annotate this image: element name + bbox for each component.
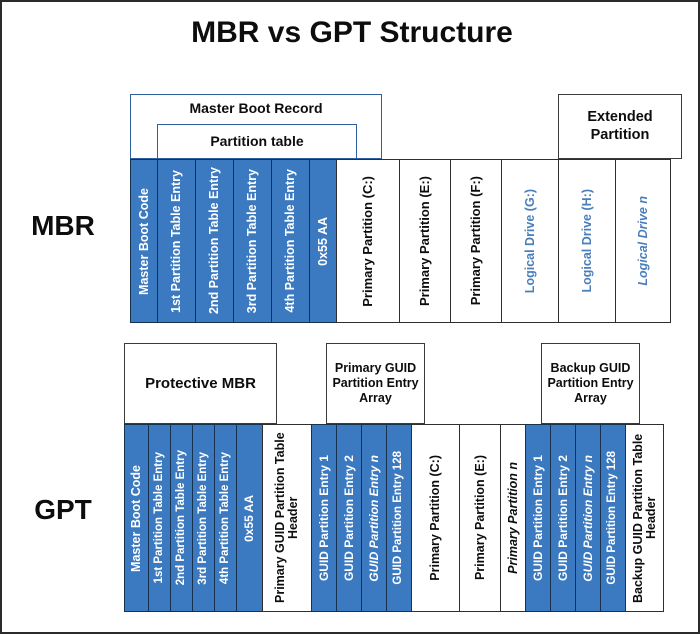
mbr-header-extended-partition: Extended Partition bbox=[558, 94, 682, 159]
mbr-cell-primary-partition-f[interactable]: Primary Partition (F:) bbox=[450, 159, 502, 323]
gpt-cell-master-boot-code[interactable]: Master Boot Code bbox=[124, 424, 149, 612]
mbr-cell-partition-table-entry-1[interactable]: 1st Partition Table Entry bbox=[157, 159, 196, 323]
gpt-cell-backup-guid-partition-table-header-label: Backup GUID Partition Table Header bbox=[630, 433, 658, 603]
gpt-cell-backup-guid-partition-entry-n[interactable]: GUID Partition Entry n bbox=[575, 424, 601, 612]
gpt-cell-master-boot-code-label: Master Boot Code bbox=[129, 464, 144, 572]
gpt-cell-primary-partition-c[interactable]: Primary Partition (C:) bbox=[411, 424, 460, 612]
gpt-cell-boot-signature[interactable]: 0x55 AA bbox=[236, 424, 263, 612]
mbr-cell-partition-table-entry-3-label: 3rd Partition Table Entry bbox=[245, 168, 260, 314]
mbr-header-partition-table-label: Partition table bbox=[210, 133, 304, 150]
page-title: MBR vs GPT Structure bbox=[191, 16, 513, 49]
row-label-mbr: MBR bbox=[31, 210, 95, 241]
gpt-cell-boot-signature-label: 0x55 AA bbox=[242, 494, 257, 542]
gpt-cell-backup-guid-partition-entry-1-label: GUID Partition Entry 1 bbox=[530, 454, 545, 582]
row-label-gpt: GPT bbox=[34, 494, 92, 525]
gpt-cell-backup-guid-partition-entry-128[interactable]: GUID Partition Entry 128 bbox=[600, 424, 626, 612]
mbr-cell-partition-table-entry-2-label: 2nd Partition Table Entry bbox=[207, 167, 222, 315]
mbr-header-partition-table: Partition table bbox=[157, 124, 357, 159]
gpt-cell-backup-guid-partition-entry-2-label: GUID Partition Entry 2 bbox=[555, 454, 570, 582]
mbr-cell-logical-drive-n[interactable]: Logical Drive n bbox=[615, 159, 671, 323]
gpt-cell-partition-table-entry-2[interactable]: 2nd Partition Table Entry bbox=[170, 424, 193, 612]
gpt-cell-backup-guid-partition-entry-128-label: GUID Partition Entry 128 bbox=[606, 451, 619, 585]
gpt-cell-backup-guid-partition-entry-2[interactable]: GUID Partition Entry 2 bbox=[550, 424, 576, 612]
mbr-cell-partition-table-entry-4[interactable]: 4th Partition Table Entry bbox=[271, 159, 310, 323]
gpt-cell-backup-guid-partition-table-header[interactable]: Backup GUID Partition Table Header bbox=[625, 424, 664, 612]
gpt-cell-backup-guid-partition-entry-1[interactable]: GUID Partition Entry 1 bbox=[525, 424, 551, 612]
mbr-header-master-boot-record-label: Master Boot Record bbox=[189, 100, 323, 116]
gpt-header-protective-mbr-label: Protective MBR bbox=[145, 374, 256, 392]
gpt-cell-partition-table-entry-2-label: 2nd Partition Table Entry bbox=[174, 450, 187, 586]
mbr-cell-logical-drive-h-label: Logical Drive (H:) bbox=[579, 189, 594, 293]
mbr-cell-master-boot-code[interactable]: Master Boot Code bbox=[130, 159, 158, 323]
gpt-cell-strip: Master Boot Code 1st Partition Table Entr… bbox=[124, 424, 682, 612]
gpt-header-primary-guid-array-label: Primary GUID Partition Entry Array bbox=[332, 361, 419, 405]
gpt-cell-primary-partition-c-label: Primary Partition (C:) bbox=[428, 455, 443, 581]
mbr-cell-partition-table-entry-2[interactable]: 2nd Partition Table Entry bbox=[195, 159, 234, 323]
mbr-cell-boot-signature-label: 0x55 AA bbox=[315, 216, 330, 266]
gpt-cell-primary-partition-e[interactable]: Primary Partition (E:) bbox=[459, 424, 501, 612]
mbr-cell-partition-table-entry-1-label: 1st Partition Table Entry bbox=[169, 169, 184, 313]
gpt-cell-backup-guid-partition-entry-n-label: GUID Partition Entry n bbox=[580, 454, 595, 582]
gpt-cell-primary-guid-partition-entry-1[interactable]: GUID Partition Entry 1 bbox=[311, 424, 337, 612]
gpt-cell-primary-guid-partition-table-header[interactable]: Primary GUID Partition Table Header bbox=[262, 424, 312, 612]
mbr-cell-master-boot-code-label: Master Boot Code bbox=[136, 187, 151, 295]
gpt-cell-primary-guid-partition-entry-1-label: GUID Partition Entry 1 bbox=[316, 454, 331, 582]
gpt-header-backup-guid-array: Backup GUID Partition Entry Array bbox=[541, 343, 640, 424]
gpt-cell-partition-table-entry-4[interactable]: 4th Partition Table Entry bbox=[214, 424, 237, 612]
mbr-cell-boot-signature[interactable]: 0x55 AA bbox=[309, 159, 337, 323]
gpt-cell-primary-guid-partition-table-header-label: Primary GUID Partition Table Header bbox=[273, 432, 300, 604]
mbr-cell-logical-drive-h[interactable]: Logical Drive (H:) bbox=[558, 159, 616, 323]
gpt-cell-partition-table-entry-3-label: 3rd Partition Table Entry bbox=[196, 451, 209, 585]
gpt-cell-primary-guid-partition-entry-128[interactable]: GUID Partition Entry 128 bbox=[386, 424, 412, 612]
gpt-cell-primary-guid-partition-entry-128-label: GUID Partition Entry 128 bbox=[392, 451, 405, 585]
gpt-cell-primary-guid-partition-entry-2[interactable]: GUID Partition Entry 2 bbox=[336, 424, 362, 612]
gpt-cell-partition-table-entry-1-label: 1st Partition Table Entry bbox=[152, 452, 165, 584]
gpt-cell-primary-partition-e-label: Primary Partition (E:) bbox=[472, 455, 487, 581]
gpt-cell-partition-table-entry-3[interactable]: 3rd Partition Table Entry bbox=[192, 424, 215, 612]
mbr-header-extended-partition-label: Extended Partition bbox=[587, 109, 653, 143]
gpt-cell-primary-guid-partition-entry-n-label: GUID Partition Entry n bbox=[366, 454, 381, 582]
gpt-header-protective-mbr: Protective MBR bbox=[124, 343, 277, 424]
gpt-header-primary-guid-array: Primary GUID Partition Entry Array bbox=[326, 343, 425, 424]
mbr-cell-primary-partition-f-label: Primary Partition (F:) bbox=[468, 176, 484, 306]
mbr-cell-logical-drive-n-label: Logical Drive n bbox=[635, 196, 650, 286]
gpt-cell-primary-guid-partition-entry-2-label: GUID Partition Entry 2 bbox=[341, 454, 356, 582]
mbr-cell-logical-drive-g[interactable]: Logical Drive (G:) bbox=[501, 159, 559, 323]
gpt-cell-primary-guid-partition-entry-n[interactable]: GUID Partition Entry n bbox=[361, 424, 387, 612]
gpt-cell-primary-partition-n[interactable]: Primary Partition n bbox=[500, 424, 526, 612]
gpt-cell-primary-partition-n-label: Primary Partition n bbox=[505, 462, 520, 574]
gpt-cell-partition-table-entry-1[interactable]: 1st Partition Table Entry bbox=[148, 424, 171, 612]
gpt-cell-partition-table-entry-4-label: 4th Partition Table Entry bbox=[218, 451, 231, 585]
mbr-cell-primary-partition-e-label: Primary Partition (E:) bbox=[417, 175, 433, 307]
mbr-cell-strip: Master Boot Code 1st Partition Table Entr… bbox=[130, 159, 682, 323]
mbr-cell-partition-table-entry-4-label: 4th Partition Table Entry bbox=[283, 169, 298, 313]
mbr-cell-primary-partition-e[interactable]: Primary Partition (E:) bbox=[399, 159, 451, 323]
mbr-cell-logical-drive-g-label: Logical Drive (G:) bbox=[522, 188, 537, 294]
mbr-cell-primary-partition-c-label: Primary Partition (C:) bbox=[360, 175, 376, 307]
mbr-cell-primary-partition-c[interactable]: Primary Partition (C:) bbox=[336, 159, 400, 323]
gpt-header-backup-guid-array-label: Backup GUID Partition Entry Array bbox=[547, 361, 634, 405]
mbr-cell-partition-table-entry-3[interactable]: 3rd Partition Table Entry bbox=[233, 159, 272, 323]
